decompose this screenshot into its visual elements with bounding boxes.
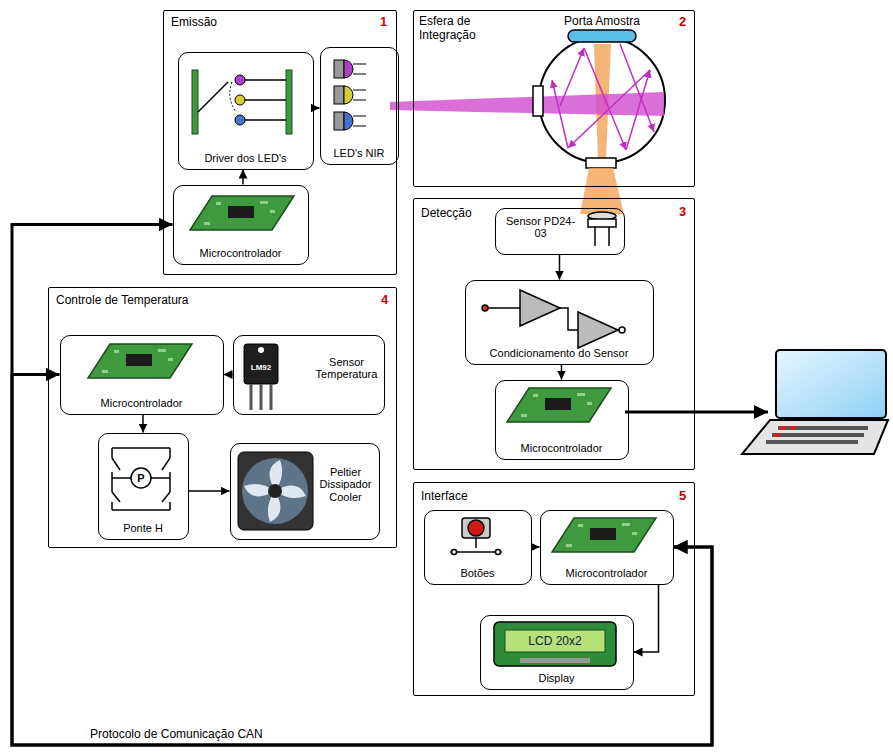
led-box: LED's NIR (320, 47, 399, 165)
signal-arrow (532, 546, 540, 548)
panel-heading: Interface (421, 490, 468, 504)
panel-heading: Controle de Temperatura (56, 294, 189, 308)
signal-arrow (314, 107, 320, 109)
panel: Controle de TemperaturaMicrocontrolador S… (48, 287, 397, 548)
mcu-box: Microcontrolador (540, 510, 674, 585)
button-box: Botões (424, 510, 532, 585)
mcu-box: Microcontrolador (173, 185, 309, 265)
callout-number: 1 (380, 14, 387, 29)
panel: Esfera de Integração (413, 10, 695, 187)
panel: InterfaceBotões MicrocontroladorDisplay (413, 482, 695, 696)
button-symbol (450, 518, 502, 555)
box-label: Driver dos LED's (179, 152, 313, 165)
conditioning-box: Condicionamento do Sensor (465, 280, 654, 365)
lm92-package (244, 344, 278, 410)
lcd-text: LCD 20x2 (528, 634, 581, 648)
signal-arrow (189, 490, 230, 492)
box-label: Botões (425, 567, 531, 580)
signal-arrow (224, 374, 233, 376)
panel-heading: Detecção (421, 207, 472, 221)
chip-marking: LM92 (251, 363, 271, 372)
led-driver-symbol (192, 70, 292, 134)
panel-heading: Emissão (171, 16, 217, 30)
signal-arrow (559, 255, 561, 280)
box-label: Microcontrolador (174, 247, 308, 260)
display-box: Display (480, 615, 634, 690)
laptop-symbol (625, 350, 888, 454)
h-bridge-symbol (112, 448, 170, 510)
callout-number: 3 (679, 204, 686, 219)
signal-arrow (142, 415, 144, 433)
driver-box: Driver dos LED's (178, 52, 314, 170)
lcd-symbol (494, 622, 616, 666)
led-symbols (334, 60, 366, 130)
box-label: Display (481, 672, 633, 685)
h-bridge-box: Ponte H (98, 433, 189, 540)
box-label: LED's NIR (321, 147, 398, 160)
box-label: Sensor Temperatura (312, 356, 382, 381)
can-bus-line (12, 225, 712, 746)
symbol-letter: P (137, 472, 144, 484)
panel-heading: Esfera de Integração (419, 15, 511, 43)
peltier-fan-symbol (238, 452, 313, 530)
signal-arrow (242, 170, 244, 185)
box-label: Condicionamento do Sensor (466, 347, 653, 360)
signal-arrow (634, 585, 659, 653)
can-bus-line (12, 375, 712, 746)
box-label: Microcontrolador (541, 567, 673, 580)
callout-number: 4 (381, 292, 388, 307)
signal-arrow (561, 365, 563, 380)
box-label: Sensor PD24-03 (502, 215, 580, 240)
temp-sensor-box: Sensor Temperatura (233, 335, 385, 415)
panel: DetecçãoSensor PD24-03Condicionamento do… (413, 198, 695, 470)
box-label: Microcontrolador (496, 442, 628, 455)
panel: EmissãoDriver dos LED's LED's NIR Microcon… (163, 10, 397, 275)
amplifier-symbols (482, 290, 625, 348)
photodiode-symbol (588, 212, 616, 246)
sensor-box: Sensor PD24-03 (495, 208, 625, 255)
box-label: Peltier Dissipador Cooler (315, 466, 377, 504)
callout-number: 5 (679, 488, 686, 503)
mcu-box: Microcontrolador (60, 335, 224, 415)
box-label: Ponte H (99, 522, 188, 535)
mcu-box: Microcontrolador (495, 380, 629, 460)
bus-label: Protocolo de Comunicação CAN (90, 727, 263, 741)
box-label: Microcontrolador (61, 397, 223, 410)
peltier-box: Peltier Dissipador Cooler (230, 443, 380, 540)
part-label: Porta Amostra (564, 14, 640, 28)
callout-number: 2 (679, 14, 686, 29)
